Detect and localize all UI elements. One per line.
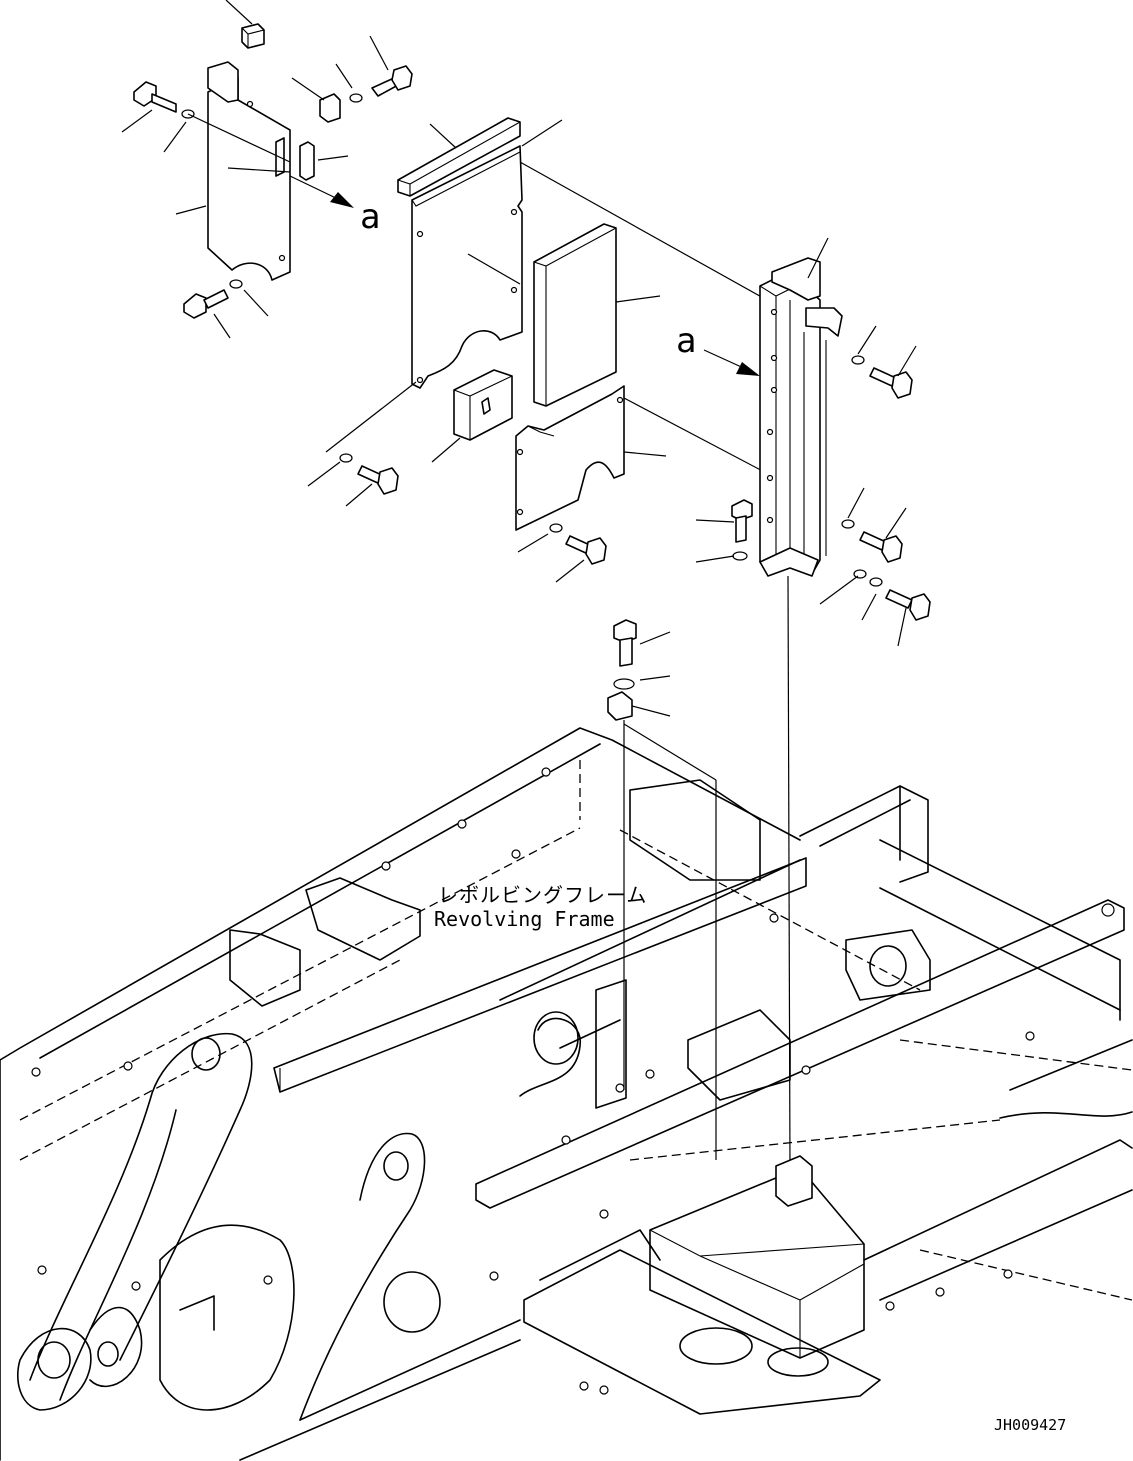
- bolt-right-mid: [841, 519, 903, 563]
- frame-label-en: Revolving Frame: [434, 907, 615, 931]
- cover-plate-left: [207, 61, 291, 281]
- panel-center-lower: [515, 385, 625, 531]
- view-a-label-side: a: [676, 321, 696, 361]
- bolt-left-bottom: [183, 279, 243, 319]
- panel-center-upper: [411, 145, 523, 389]
- bolt-right-upper: [851, 355, 913, 399]
- bolt-center-mid: [339, 453, 399, 495]
- bolt-frame: [607, 619, 637, 721]
- bolt-right-top: [349, 65, 413, 103]
- block-small: [453, 369, 513, 441]
- clip-small: [319, 93, 341, 123]
- bolt-left-top: [133, 81, 195, 119]
- bolt-center-low: [549, 523, 607, 565]
- view-a-label-top: a: [360, 197, 380, 237]
- frame-label-jp: レボルビングフレーム: [438, 883, 647, 907]
- rubber-block: [241, 23, 265, 49]
- spacer-bar: [299, 141, 315, 181]
- drawing-number: JH009427: [994, 1416, 1066, 1434]
- foam-strip: [397, 117, 521, 197]
- bracket-column: [759, 257, 843, 577]
- revolving-frame: [0, 727, 1133, 1461]
- insulation-pad: [533, 223, 617, 407]
- bolt-vertical: [731, 499, 753, 561]
